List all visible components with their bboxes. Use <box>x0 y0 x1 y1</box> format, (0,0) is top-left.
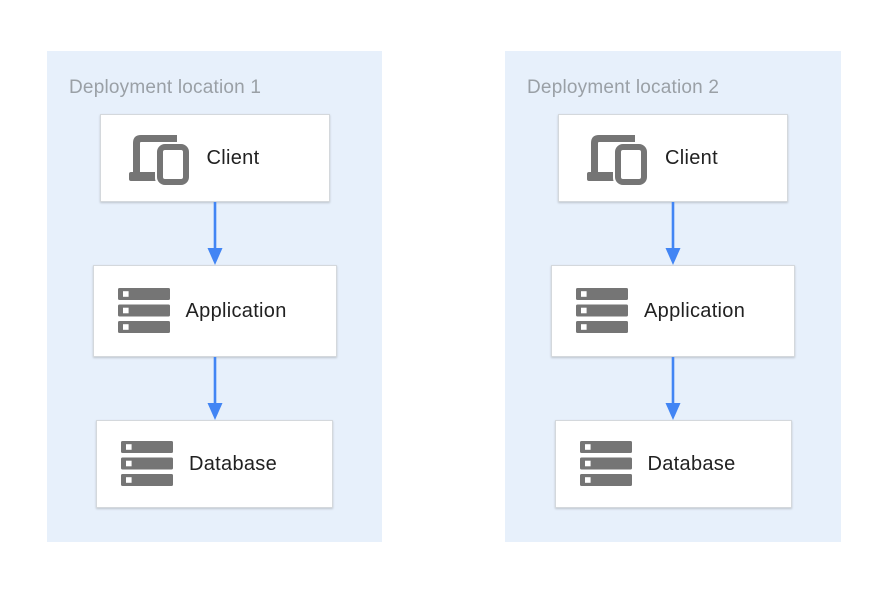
panel-title: Deployment location 2 <box>527 77 720 98</box>
client-devices-icon <box>587 130 649 186</box>
server-stack-icon <box>121 441 173 487</box>
server-stack-icon <box>576 288 628 334</box>
node-label: Client <box>665 146 718 169</box>
database-node: Database <box>554 420 792 508</box>
application-node: Application <box>551 265 795 357</box>
node-label: Application <box>185 299 287 322</box>
node-label: Database <box>647 452 736 475</box>
arrow-down-icon <box>664 357 682 420</box>
arrow-down-icon <box>206 202 224 265</box>
deployment-location-2-panel: Deployment location 2 Client <box>505 51 841 542</box>
database-node: Database <box>96 420 333 508</box>
deployment-location-1-panel: Deployment location 1 Client <box>47 51 382 542</box>
arrow-down-icon <box>206 357 224 420</box>
arrow-down-icon <box>664 202 682 265</box>
server-stack-icon <box>117 288 170 334</box>
node-label: Application <box>644 299 746 322</box>
node-label: Client <box>206 146 260 169</box>
node-label: Database <box>189 452 278 475</box>
client-node: Client <box>558 114 788 202</box>
client-devices-icon <box>128 130 191 186</box>
panel-title: Deployment location 1 <box>69 77 262 98</box>
server-stack-icon <box>579 441 632 487</box>
application-node: Application <box>92 265 337 357</box>
client-node: Client <box>99 114 330 202</box>
